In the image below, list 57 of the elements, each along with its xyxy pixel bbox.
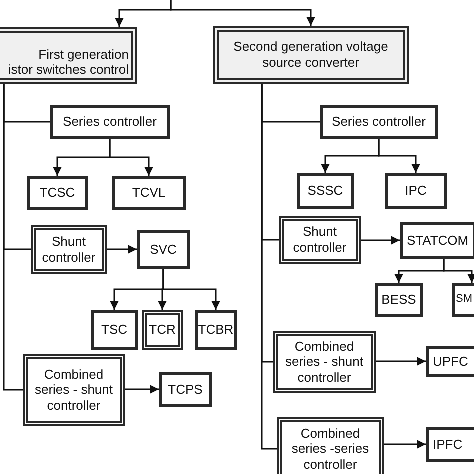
arrow [162, 269, 220, 310]
process-box [277, 417, 384, 474]
node-label: TCPS [168, 382, 203, 398]
arrow [107, 245, 137, 254]
process-box [137, 230, 190, 269]
node-label: BESS [382, 292, 416, 308]
process-box [112, 176, 186, 210]
node-label: IPFC [433, 436, 463, 452]
node-label: TCVL [132, 185, 166, 201]
node-label: First generation [38, 46, 129, 62]
node-label: TSC [102, 322, 128, 338]
connector-line [261, 84, 277, 450]
process-box [426, 346, 474, 377]
process-box [23, 354, 125, 426]
node-label: Combined series - shunt controller [284, 338, 365, 386]
process-box [31, 225, 107, 274]
process-box [195, 310, 237, 350]
process-box [400, 222, 474, 259]
process-box [273, 331, 376, 393]
process-box [385, 173, 447, 209]
arrow [384, 440, 426, 449]
process-box [159, 372, 212, 407]
node-label: STATCOM [407, 232, 469, 248]
node-label: istor switches control [8, 62, 129, 78]
node-label: Combined series - shunt controller [34, 366, 114, 414]
node-label: TCSC [40, 185, 76, 201]
process-box [142, 310, 183, 350]
arrow [361, 236, 400, 245]
process-box [279, 216, 361, 264]
node-label: Shunt controller [41, 234, 97, 266]
arrow [125, 385, 159, 394]
node-label: Second generation voltage source converter [232, 39, 390, 71]
process-box [375, 283, 423, 317]
node-label: SM [456, 293, 472, 307]
node-label: IPC [405, 183, 427, 199]
node-label: Shunt controller [292, 224, 348, 256]
process-box [213, 26, 409, 84]
process-box [297, 173, 354, 209]
process-box [320, 105, 438, 139]
process-box [426, 427, 474, 462]
node-label: UPFC [433, 354, 468, 370]
node-label: SSSC [308, 183, 344, 199]
process-box [91, 310, 138, 350]
node-label: Series controller [332, 114, 426, 130]
node-label: TCR [149, 322, 176, 338]
connector-line [3, 84, 23, 391]
arrow [378, 139, 420, 173]
process-box [50, 105, 170, 139]
arrow [170, 0, 316, 26]
node-label: Combined series -series controller [290, 426, 370, 472]
node-label: SVC [150, 242, 177, 258]
process-box [27, 176, 88, 210]
arrow [109, 139, 154, 176]
arrow [443, 259, 474, 283]
arrow [376, 357, 426, 366]
node-label: Series controller [63, 114, 157, 130]
node-label: TCBR [198, 322, 234, 338]
